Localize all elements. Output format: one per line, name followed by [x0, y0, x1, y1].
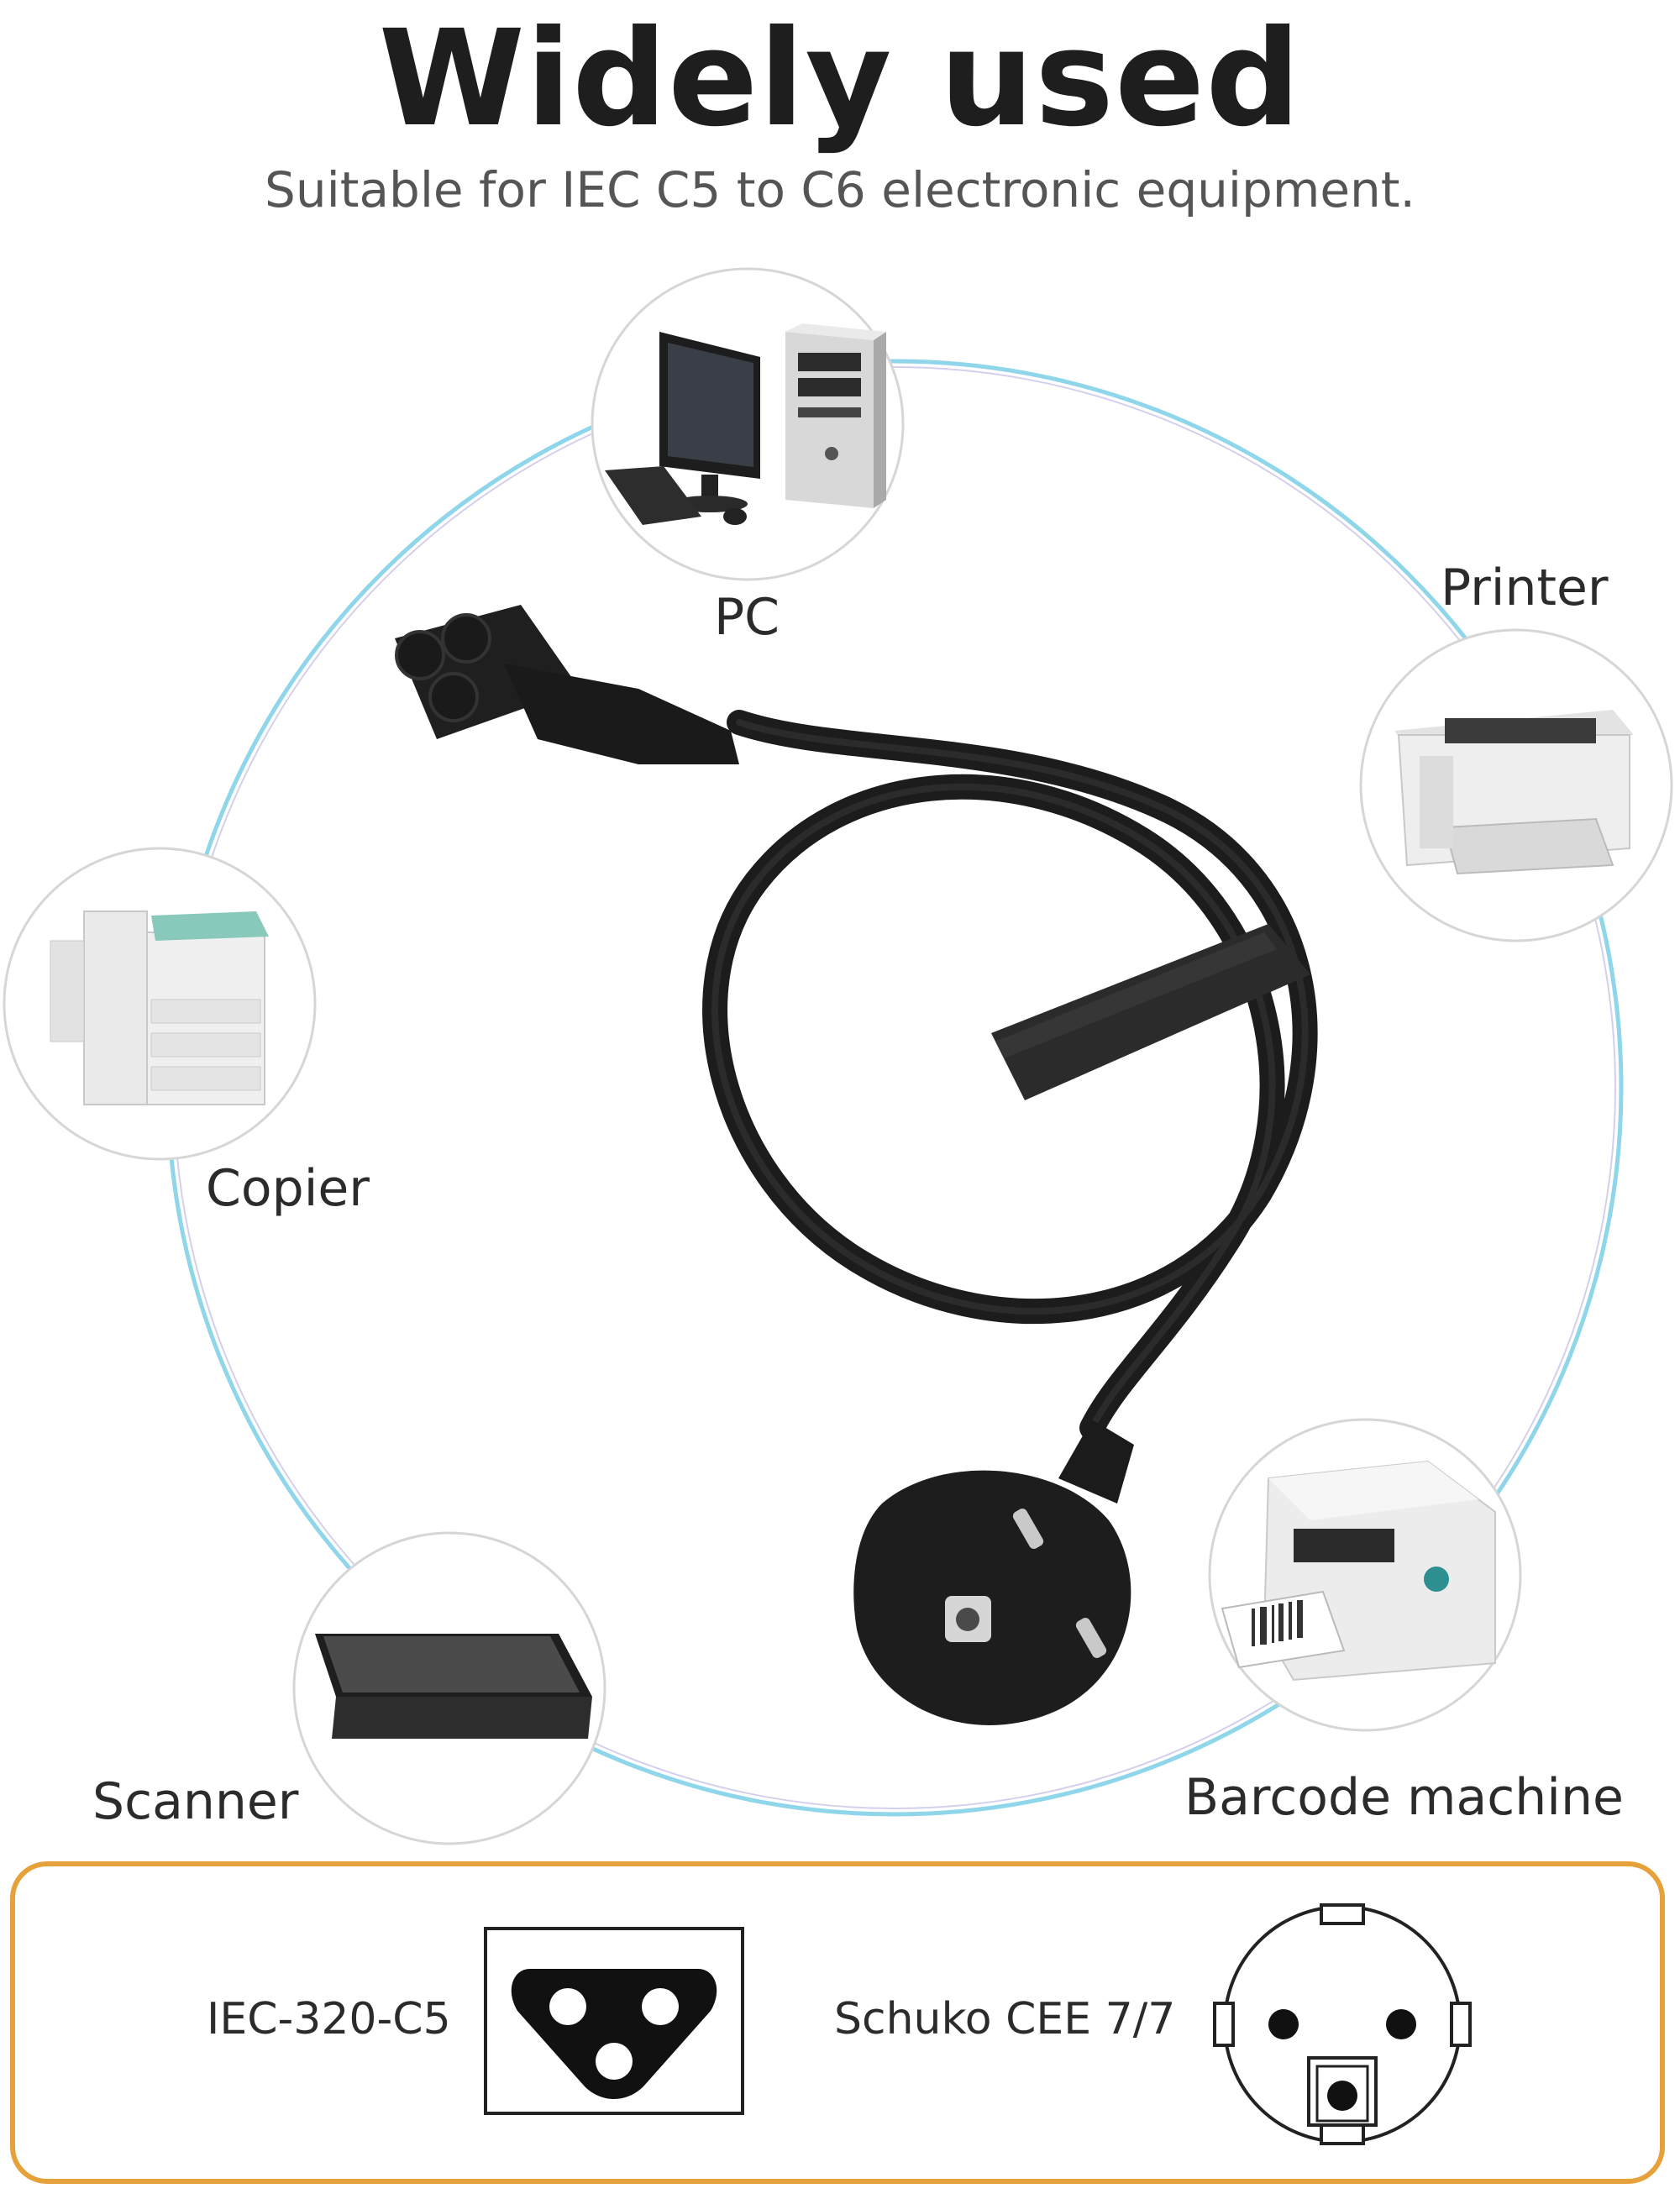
copier-device — [3, 847, 317, 1161]
scanner-device — [292, 1531, 606, 1845]
c5-connector-label: IEC-320-C5 — [207, 1994, 451, 2044]
device-label-scanner: Scanner — [92, 1772, 299, 1831]
device-label-printer: Printer — [1441, 559, 1609, 617]
page-title: Widely used — [378, 2, 1302, 156]
barcode-machine-device — [1208, 1418, 1522, 1732]
printer-device — [1359, 628, 1673, 942]
device-ring-illustration — [3, 267, 1673, 1845]
schuko-plug-icon — [853, 1420, 1134, 1725]
page-subtitle: Suitable for IEC C5 to C6 electronic equ… — [265, 161, 1415, 218]
pc-device — [591, 267, 905, 581]
schuko-label: Schuko CEE 7/7 — [834, 1994, 1176, 2044]
device-label-pc: PC — [714, 588, 780, 647]
c5-connector-icon — [395, 605, 739, 764]
barcode-printer-icon — [1221, 1460, 1496, 1682]
device-label-copier: Copier — [206, 1159, 370, 1218]
device-label-barcode-machine: Barcode machine — [1184, 1768, 1624, 1827]
connector-legend: IEC-320-C5 Schuko CEE 7/7 — [10, 1861, 1665, 2184]
copier-icon — [50, 911, 269, 1105]
desktop-computer-icon — [605, 323, 886, 525]
c5-connector-diagram — [484, 1927, 744, 2115]
scanner-icon — [315, 1634, 592, 1739]
cable-strap — [991, 924, 1310, 1100]
power-cable-product — [395, 605, 1318, 1725]
printer-icon — [1394, 710, 1634, 875]
schuko-socket-diagram — [1213, 1903, 1472, 2145]
